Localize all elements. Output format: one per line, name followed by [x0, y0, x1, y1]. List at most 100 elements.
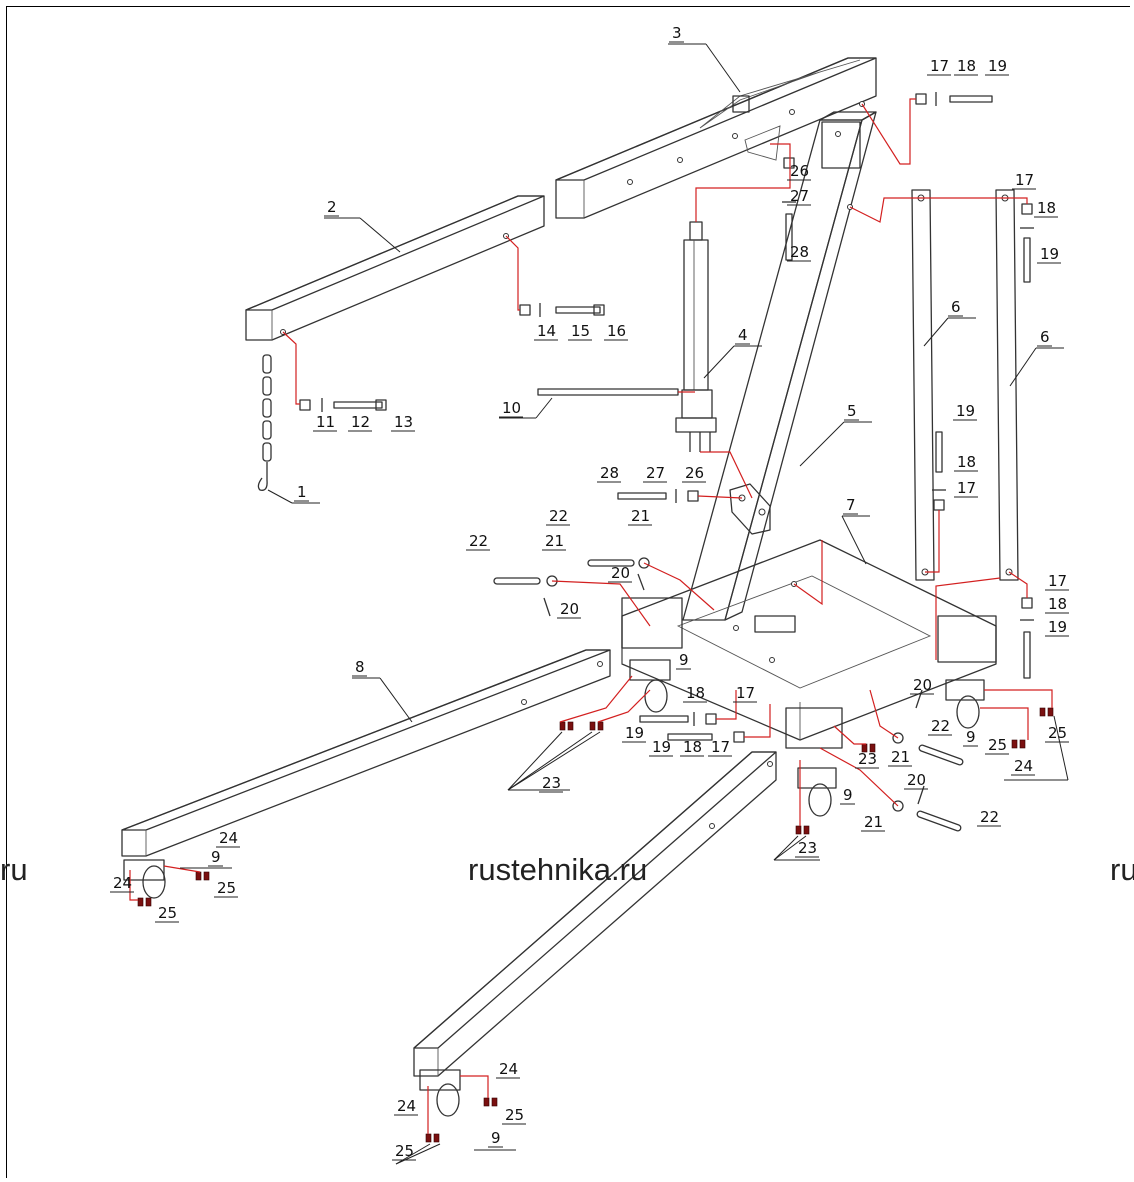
- callout-23c: 23: [795, 839, 819, 858]
- callout-6a: 6: [948, 298, 963, 317]
- drawing-frame: [6, 6, 1130, 1178]
- callout-18b: 18: [1034, 199, 1058, 218]
- watermark-left: ru: [0, 852, 28, 887]
- callout-number: 17: [957, 479, 976, 497]
- callout-19c: 19: [953, 402, 977, 421]
- callout-25c: 25: [214, 879, 238, 898]
- callout-21d: 21: [861, 813, 885, 832]
- caster-fasteners: [137, 707, 1054, 1143]
- watermark-center: rustehnika.ru: [468, 852, 648, 887]
- callout-20d: 20: [904, 771, 928, 790]
- callout-20a: 20: [608, 564, 632, 583]
- callout-24b: 24: [216, 829, 240, 848]
- callout-4: 4: [735, 326, 750, 345]
- callout-17d: 17: [1045, 572, 1069, 591]
- callout-number: 25: [505, 1106, 524, 1124]
- callout-25d: 25: [155, 904, 179, 923]
- callout-number: 19: [652, 738, 671, 756]
- callout-24c: 24: [110, 874, 134, 893]
- callout-19b: 19: [1037, 245, 1061, 264]
- watermark-right: ru: [1110, 852, 1134, 887]
- callout-number: 19: [1040, 245, 1059, 263]
- callout-number: 20: [907, 771, 926, 789]
- callout-27b: 27: [643, 464, 667, 483]
- callout-2: 2: [324, 198, 339, 217]
- bolt-assemblies: [299, 92, 1034, 743]
- callout-14: 14: [534, 322, 558, 341]
- callout-19a: 19: [985, 57, 1009, 76]
- callout-24a: 24: [1011, 757, 1035, 776]
- callout-number: 24: [1014, 757, 1033, 775]
- callout-17f: 17: [708, 738, 732, 757]
- callout-23b: 23: [855, 750, 879, 769]
- callout-number: 20: [560, 600, 579, 618]
- callout-22b: 22: [466, 532, 490, 551]
- callout-9e: 9: [488, 1129, 503, 1148]
- callout-25a: 25: [1045, 724, 1069, 743]
- callout-26b: 26: [682, 464, 706, 483]
- callout-number: 25: [988, 736, 1007, 754]
- callout-28a: 28: [787, 243, 811, 262]
- callout-9d: 9: [208, 848, 223, 867]
- callout-number: 16: [607, 322, 626, 340]
- callout-number: 4: [738, 326, 748, 344]
- callout-15: 15: [568, 322, 592, 341]
- callout-number: 22: [549, 507, 568, 525]
- callout-22a: 22: [546, 507, 570, 526]
- callout-number: 6: [1040, 328, 1050, 346]
- callout-number: 20: [913, 676, 932, 694]
- callout-number: 8: [355, 658, 365, 676]
- callout-19e: 19: [622, 724, 646, 743]
- callout-22d: 22: [977, 808, 1001, 827]
- callout-number: 21: [864, 813, 883, 831]
- callout-number: 18: [957, 57, 976, 75]
- callout-1: 1: [294, 483, 309, 502]
- callout-17c: 17: [954, 479, 978, 498]
- mast-part: [682, 111, 877, 633]
- callout-19d: 19: [1045, 618, 1069, 637]
- callout-number: 2: [327, 198, 337, 216]
- callout-24e: 24: [394, 1097, 418, 1116]
- callout-12: 12: [348, 413, 372, 432]
- top-boom-part: [555, 57, 877, 219]
- callout-number: 13: [394, 413, 413, 431]
- callout-16: 16: [604, 322, 628, 341]
- callout-number: 21: [631, 507, 650, 525]
- pump-handle-part: [537, 388, 695, 396]
- callout-number: 6: [951, 298, 961, 316]
- callout-18a: 18: [954, 57, 978, 76]
- callout-number: 19: [1048, 618, 1067, 636]
- callout-leaders: [180, 43, 1069, 1165]
- callout-11: 11: [313, 413, 337, 432]
- callout-number: 26: [790, 162, 809, 180]
- callout-number: 7: [846, 496, 856, 514]
- callout-number: 24: [113, 874, 132, 892]
- callout-25b: 25: [985, 736, 1009, 755]
- callout-number: 24: [397, 1097, 416, 1115]
- callout-18c: 18: [954, 453, 978, 472]
- callout-number: 24: [219, 829, 238, 847]
- callout-number: 17: [1015, 171, 1034, 189]
- callout-number: 22: [931, 717, 950, 735]
- callout-number: 23: [798, 839, 817, 857]
- callout-18d: 18: [1045, 595, 1069, 614]
- callout-number: 19: [956, 402, 975, 420]
- callout-number: 26: [685, 464, 704, 482]
- callout-number: 11: [316, 413, 335, 431]
- callout-number: 12: [351, 413, 370, 431]
- callout-number: 10: [502, 399, 521, 417]
- callout-number: 27: [646, 464, 665, 482]
- callout-10: 10: [499, 399, 523, 418]
- callout-9c: 9: [840, 786, 855, 805]
- support-brace-left-part: [911, 189, 935, 581]
- callout-number: 17: [1048, 572, 1067, 590]
- callout-number: 21: [545, 532, 564, 550]
- callout-number: 19: [625, 724, 644, 742]
- callout-number: 28: [790, 243, 809, 261]
- callout-number: 9: [843, 786, 853, 804]
- callout-20c: 20: [910, 676, 934, 695]
- callout-17a: 17: [927, 57, 951, 76]
- callout-number: 25: [395, 1142, 414, 1160]
